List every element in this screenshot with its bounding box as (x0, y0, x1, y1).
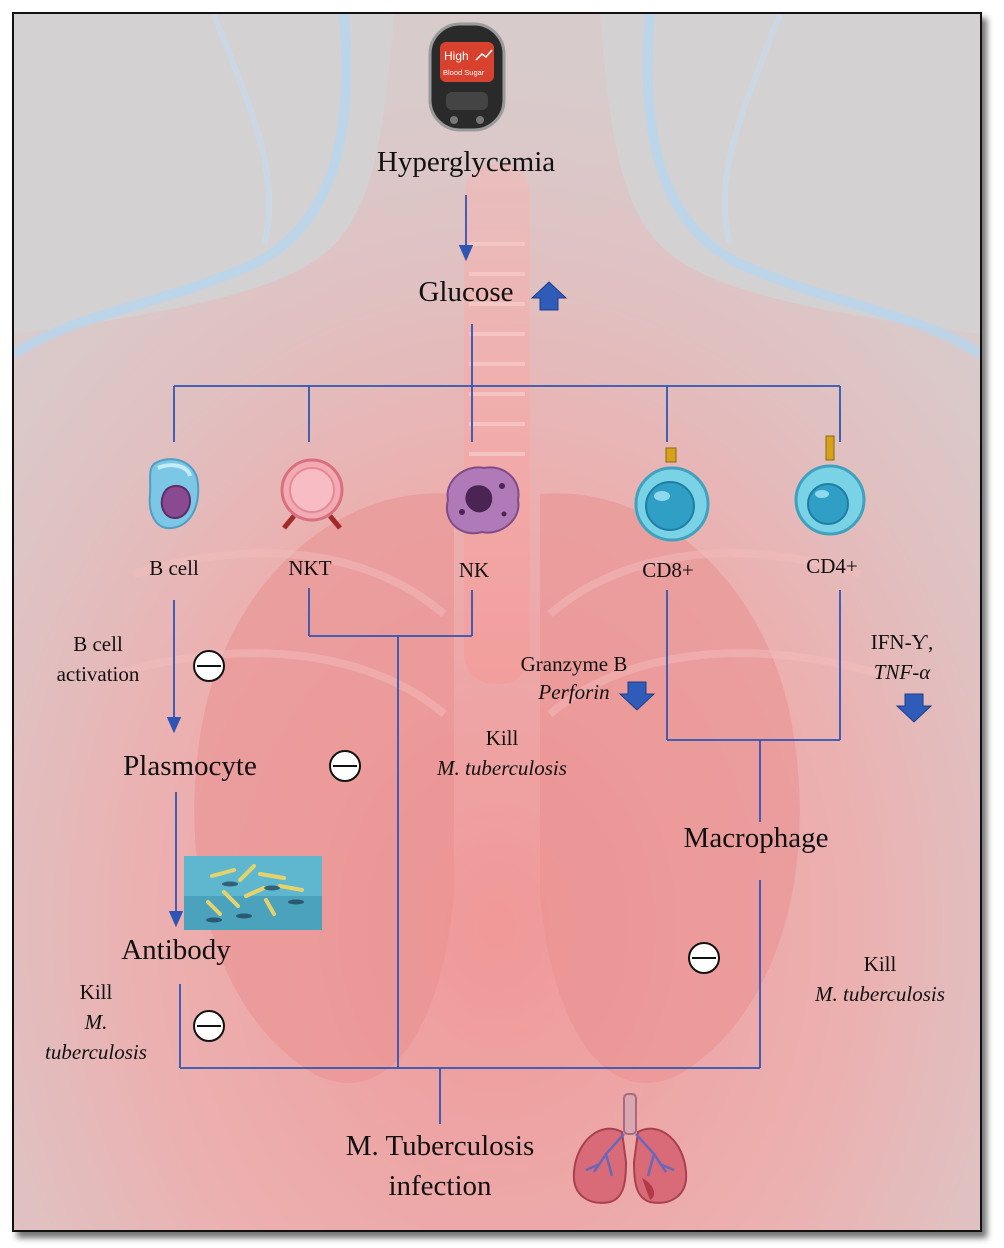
kill-left-line2: M. (84, 1010, 108, 1034)
decrease-arrow-icon (618, 681, 656, 711)
increase-arrow-icon (530, 281, 568, 311)
b-cell-label: B cell (149, 556, 199, 580)
infection-label-line2: infection (388, 1170, 492, 1202)
antibody-label: Antibody (121, 934, 231, 966)
inhibition-icon (329, 750, 361, 782)
tnf-label: TNF-α (873, 660, 931, 684)
perforin-label: Perforin (538, 680, 610, 704)
granzyme-label: Granzyme B (520, 652, 628, 676)
lungs-icon (572, 1093, 688, 1204)
nkt-label: NKT (288, 556, 332, 580)
infection-label-line1: M. Tuberculosis (345, 1130, 535, 1162)
b-cell-activation-line2: activation (56, 662, 140, 686)
inhibition-icon (688, 942, 720, 974)
hyperglycemia-label: Hyperglycemia (376, 146, 556, 178)
kill-left-line3: tuberculosis (45, 1040, 147, 1064)
cd8-label: CD8+ (642, 558, 694, 582)
connector-lines (166, 195, 933, 1124)
bacteria-image (184, 856, 322, 930)
b-cell-icon (148, 458, 200, 530)
b-cell-activation-line1: B cell (73, 632, 123, 656)
inhibition-icon (193, 650, 225, 682)
kill-center-line1: Kill (485, 726, 519, 750)
kill-right-line2: M. tuberculosis (815, 982, 945, 1006)
plasmocyte-label: Plasmocyte (123, 750, 257, 782)
kill-left-line1: Kill (79, 980, 113, 1004)
decrease-arrow-icon (895, 693, 933, 723)
nk-label: NK (458, 558, 490, 582)
device-line2: Blood Sugar (443, 68, 485, 77)
diagram-frame: High Blood Sugar (12, 12, 982, 1232)
device-line1: High (444, 49, 469, 63)
cd4-label: CD4+ (806, 554, 858, 578)
ifn-label: IFN-Ƴ, (870, 630, 934, 654)
macrophage-label: Macrophage (683, 822, 829, 854)
inhibition-icon (193, 1010, 225, 1042)
nkt-cell-icon (280, 458, 344, 530)
kill-right-line1: Kill (863, 952, 897, 976)
glucose-label: Glucose (418, 276, 514, 308)
glucometer-icon: High Blood Sugar (428, 22, 506, 132)
kill-center-line2: M. tuberculosis (437, 756, 567, 780)
cd8-cell-icon (634, 447, 710, 542)
nk-cell-icon (445, 466, 520, 535)
cd4-cell-icon (794, 435, 866, 536)
